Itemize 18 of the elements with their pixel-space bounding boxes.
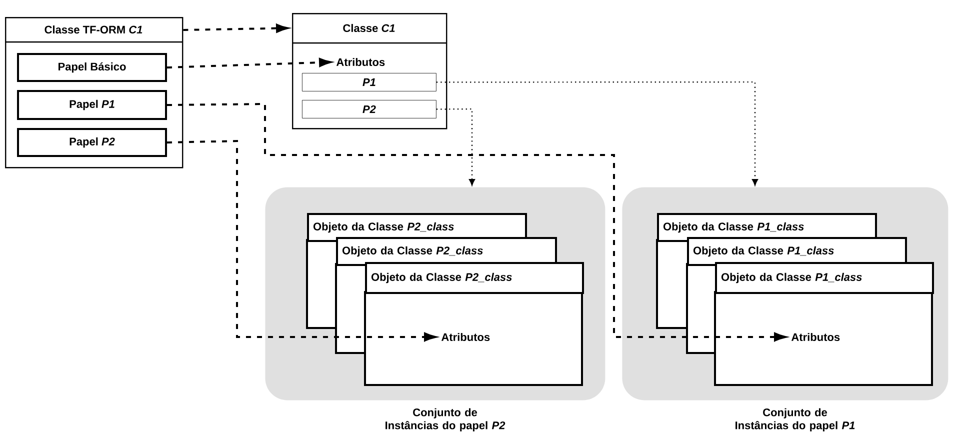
- attributes-label: Atributos: [791, 332, 840, 342]
- role-box: Papel P1: [17, 90, 168, 120]
- attribute-field: P1: [302, 73, 436, 92]
- attributes-label: Atributos: [441, 332, 490, 342]
- object-box: Objeto da Classe P2_class: [336, 237, 557, 266]
- object-box: Objeto da Classe P1_class: [687, 237, 907, 266]
- node-label: Conjunto de Instâncias do papel P1: [736, 408, 855, 432]
- role-box: Papel Básico: [17, 53, 168, 82]
- attribute-field: P2: [302, 100, 436, 118]
- object-box: Objeto da Classe P2_class: [307, 213, 527, 242]
- object-box: Objeto da Classe P2_class: [365, 262, 584, 294]
- node-label: Conjunto de Instâncias do papel P2: [386, 408, 506, 432]
- role-box: Papel P2: [17, 128, 168, 157]
- object-box: Objeto da Classe P1_class: [715, 262, 934, 294]
- arrow: [436, 108, 476, 186]
- object-box: Objeto da Classe P1_class: [657, 213, 877, 242]
- arrow: [436, 81, 758, 186]
- attributes-label: Atributos: [336, 58, 385, 66]
